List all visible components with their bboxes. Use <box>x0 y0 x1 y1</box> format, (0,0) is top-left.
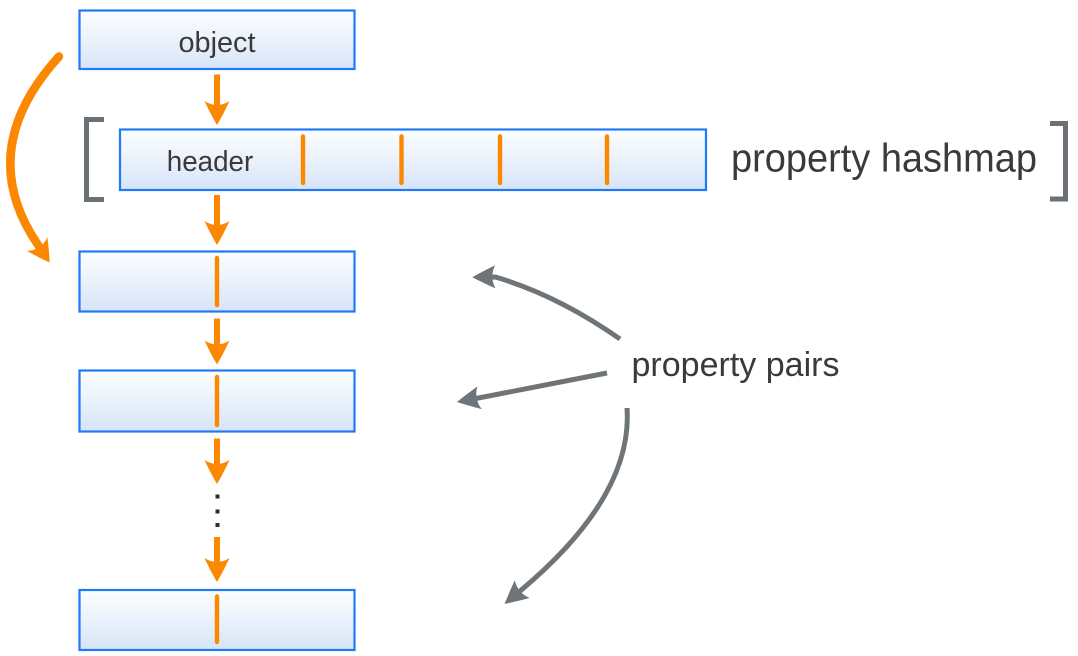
svg-text:header: header <box>167 146 254 178</box>
svg-text:property hashmap: property hashmap <box>731 137 1037 181</box>
svg-text:object: object <box>179 27 256 59</box>
svg-text:property pairs: property pairs <box>632 346 840 384</box>
